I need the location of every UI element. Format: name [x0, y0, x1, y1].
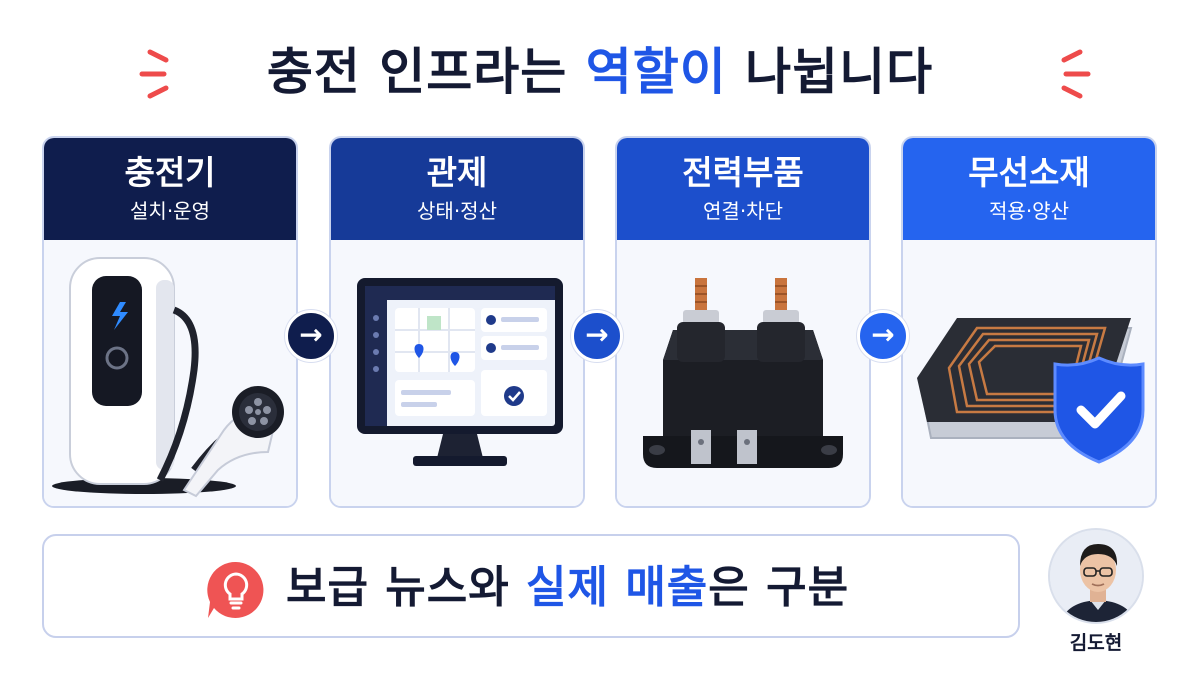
monitor-icon — [357, 278, 563, 466]
arrow-glyph: → — [871, 318, 895, 351]
title-text-end: 나뉩니다 — [726, 43, 934, 101]
spark-icon — [1061, 49, 1091, 99]
author-name: 김도현 — [1069, 632, 1123, 654]
page-title: 충전 인프라는 역할이 나뉩니다 — [0, 32, 1200, 104]
arrow-right-icon: → — [571, 310, 623, 362]
card-header: 무선소재 적용·양산 — [903, 138, 1155, 240]
spark-icon — [139, 49, 169, 99]
card-image — [617, 240, 869, 506]
banner-text-start: 보급 뉴스와 — [286, 562, 527, 613]
card-title: 무선소재 — [968, 153, 1090, 192]
card-title: 전력부품 — [682, 153, 804, 192]
card-header: 충전기 설치·운영 — [44, 138, 296, 240]
wireless-coil-icon — [917, 318, 1145, 464]
banner-highlight: 실제 매출 — [526, 562, 709, 613]
card-subtitle: 상태·정산 — [417, 199, 497, 223]
arrow-right-icon: → — [857, 310, 909, 362]
banner-text-end: 은 구분 — [708, 562, 850, 613]
title-highlight: 역할이 — [585, 43, 727, 101]
lightbulb-icon — [207, 561, 264, 618]
header: 충전 인프라는 역할이 나뉩니다 — [0, 28, 1200, 108]
card-image — [903, 240, 1155, 506]
summary-banner: 보급 뉴스와 실제 매출은 구분 — [42, 534, 1020, 638]
card-header: 관제 상태·정산 — [331, 138, 583, 240]
arrow-right-icon: → — [285, 310, 337, 362]
card-title: 충전기 — [124, 153, 216, 192]
card-image — [331, 240, 583, 506]
card-image — [44, 240, 296, 506]
banner-text: 보급 뉴스와 실제 매출은 구분 — [286, 558, 849, 618]
avatar — [1048, 528, 1144, 624]
card-charger: 충전기 설치·운영 — [42, 136, 298, 508]
ev-charger-icon — [52, 257, 284, 498]
arrow-glyph: → — [585, 318, 609, 351]
card-subtitle: 설치·운영 — [130, 199, 210, 223]
card-power-parts: 전력부품 연결·차단 — [615, 136, 871, 508]
title-text: 충전 인프라는 — [266, 43, 586, 101]
card-subtitle: 연결·차단 — [703, 199, 783, 223]
card-subtitle: 적용·양산 — [989, 199, 1069, 223]
card-header: 전력부품 연결·차단 — [617, 138, 869, 240]
card-wireless-materials: 무선소재 적용·양산 — [901, 136, 1157, 508]
relay-icon — [643, 278, 843, 468]
card-title: 관제 — [426, 153, 488, 192]
card-monitoring: 관제 상태·정산 — [329, 136, 585, 508]
arrow-glyph: → — [299, 318, 323, 351]
